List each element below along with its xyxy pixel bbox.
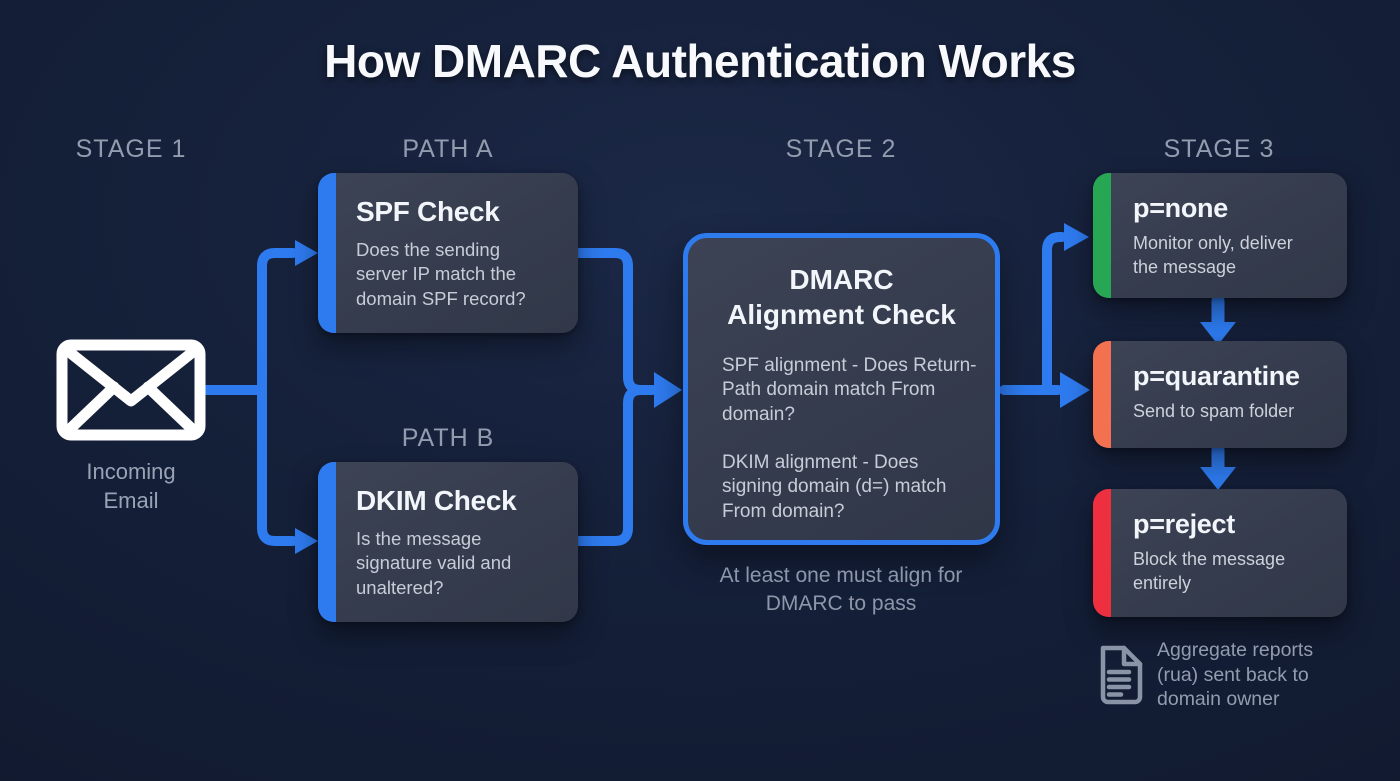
- label-stage-3: STAGE 3: [1163, 135, 1275, 163]
- dkim-check-card: DKIM Check Is the message signature vali…: [318, 462, 578, 622]
- dkim-accent-bar: [318, 462, 336, 622]
- dmarc-dkim-alignment-text: DKIM alignment - Does signing domain (d=…: [722, 451, 947, 522]
- dmarc-alignment-card: DMARC Alignment Check SPF alignment - Do…: [683, 233, 1000, 545]
- spf-check-title: SPF Check: [356, 196, 500, 227]
- label-path-b: PATH B: [401, 424, 495, 452]
- policy-reject-title: p=reject: [1133, 509, 1235, 539]
- policy-reject-body: Block the message entirely: [1133, 549, 1286, 593]
- policy-quarantine-title: p=quarantine: [1133, 361, 1300, 391]
- label-stage-1: STAGE 1: [75, 135, 187, 163]
- aggregate-reports-note: Aggregate reports (rua) sent back to dom…: [1157, 639, 1314, 711]
- document-icon: [1095, 645, 1144, 705]
- policy-none-accent-bar: [1093, 173, 1111, 298]
- policy-none-card: p=none Monitor only, deliver the message: [1093, 173, 1347, 298]
- policy-quarantine-body: Send to spam folder: [1133, 401, 1295, 421]
- dkim-check-title: DKIM Check: [356, 485, 517, 516]
- policy-quarantine-card: p=quarantine Send to spam folder: [1093, 341, 1347, 448]
- policy-none-body: Monitor only, deliver the message: [1133, 233, 1293, 277]
- spf-check-body: Does the sending server IP match the dom…: [356, 239, 526, 309]
- dmarc-card-title: DMARC Alignment Check: [727, 264, 956, 330]
- label-stage-2: STAGE 2: [785, 135, 897, 163]
- spf-check-card: SPF Check Does the sending server IP mat…: [318, 173, 578, 333]
- policy-quarantine-accent-bar: [1093, 341, 1111, 448]
- envelope-icon: [55, 338, 207, 442]
- incoming-email-label: Incoming Email: [86, 459, 176, 514]
- policy-reject-accent-bar: [1093, 489, 1111, 617]
- policy-none-title: p=none: [1133, 193, 1228, 223]
- dmarc-caption: At least one must align for DMARC to pas…: [719, 564, 963, 616]
- label-path-a: PATH A: [402, 135, 494, 163]
- dmarc-spf-alignment-text: SPF alignment - Does Return-Path domain …: [722, 355, 977, 425]
- policy-reject-card: p=reject Block the message entirely: [1093, 489, 1347, 617]
- spf-accent-bar: [318, 173, 336, 333]
- dkim-check-body: Is the message signature valid and unalt…: [356, 528, 512, 598]
- page-title: How DMARC Authentication Works: [324, 35, 1076, 87]
